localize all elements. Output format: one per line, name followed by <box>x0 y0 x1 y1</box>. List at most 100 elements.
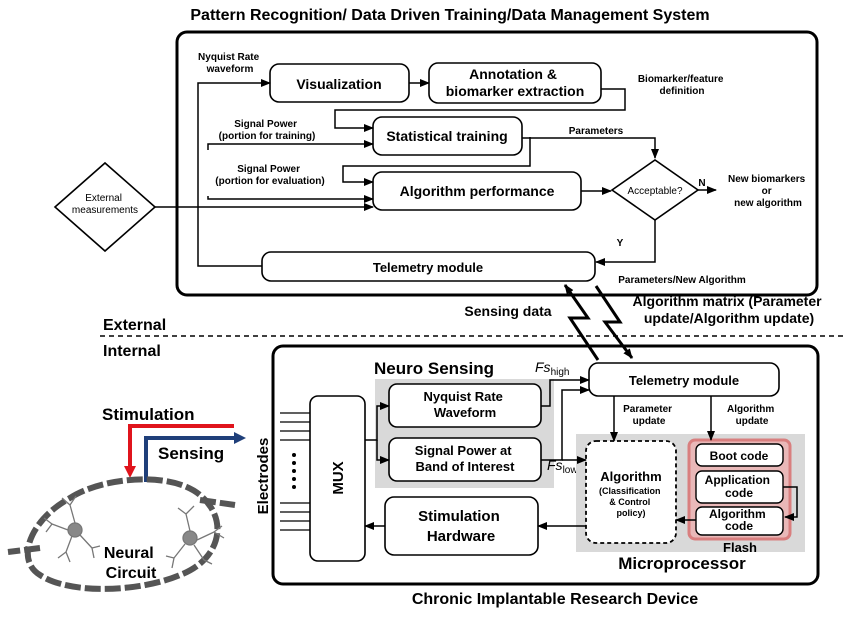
fs-low-sub: low <box>563 465 579 476</box>
annotation-line2: biomarker extraction <box>446 83 585 99</box>
fs-low-label: Fslow <box>547 457 578 476</box>
dendrite <box>165 505 225 569</box>
boot-code-label: Boot code <box>710 449 769 463</box>
nyquist-waveform-line1: Nyquist Rate <box>198 52 260 63</box>
fs-high-main: Fs <box>535 359 551 375</box>
conn-annotation-to-stat <box>334 88 626 132</box>
application-code-label: Application code <box>705 473 774 500</box>
biomarker-def-line2: definition <box>660 86 705 97</box>
conn-stat-params-to-decision <box>522 137 659 159</box>
visualization-label: Visualization <box>296 76 381 92</box>
axon-branch <box>199 497 236 508</box>
signal-power-eval-line2: (portion for evaluation) <box>215 176 324 187</box>
annotation-label: Annotation & biomarker extraction <box>446 66 585 99</box>
nyquist-waveform-label: Nyquist Rate waveform <box>198 52 262 75</box>
annotation-line1: Annotation & <box>469 66 557 82</box>
stimulation-hardware-line1: Stimulation <box>418 508 500 525</box>
conn-telemetry-to-viz <box>197 79 271 267</box>
external-measurements-line1: External <box>85 193 122 204</box>
algorithm-matrix-line2: update/Algorithm update) <box>644 310 814 326</box>
algorithm-matrix-label: Algorithm matrix (Parameter update/Algor… <box>633 293 826 326</box>
parameter-update-label: Parameter update <box>623 404 675 427</box>
parameters-label: Parameters <box>569 126 624 137</box>
biomarker-def-label: Biomarker/feature definition <box>638 74 726 97</box>
n-label: N <box>698 178 705 189</box>
algorithm-code-line1: Algorithm <box>709 507 766 521</box>
new-biomarkers-line2: or <box>762 186 772 197</box>
signal-power-training-line2: (portion for training) <box>219 131 316 142</box>
algorithm-detail-line1: (Classification <box>599 486 661 496</box>
external-measurements-label: External measurements <box>72 193 138 216</box>
conn-mux-to-nyquist <box>365 402 390 441</box>
title-top: Pattern Recognition/ Data Driven Trainin… <box>190 7 709 24</box>
external-label: External <box>103 317 166 334</box>
new-biomarkers-line3: new algorithm <box>734 198 802 209</box>
algorithm-update-line2: update <box>736 416 769 427</box>
flash-label: Flash <box>723 540 757 555</box>
signal-power-eval-label: Signal Power (portion for evaluation) <box>215 164 324 187</box>
external-measurements-line2: measurements <box>72 205 138 216</box>
internal-device-frame <box>271 344 820 586</box>
stimulation-hardware-box <box>384 496 539 556</box>
signal-power-label: Signal Power at Band of Interest <box>415 443 515 474</box>
signal-power-line1: Signal Power at <box>415 443 512 458</box>
conn-decision-y <box>595 220 656 266</box>
algorithm-matrix-line1: Algorithm matrix (Parameter <box>633 293 823 309</box>
title-bottom: Chronic Implantable Research Device <box>412 591 698 608</box>
neural-circuit-illustration <box>7 476 236 592</box>
electrode-lines <box>280 412 310 531</box>
signal-power-line2: Band of Interest <box>416 459 516 474</box>
neuron-left <box>43 495 101 563</box>
ellipsis-dot <box>292 453 296 457</box>
sensing-data-lightning <box>563 284 600 361</box>
ellipsis-dot <box>292 461 296 465</box>
statistical-training-box <box>372 116 523 156</box>
neuro-sensing-label: Neuro Sensing <box>374 359 494 378</box>
stimulation-hardware-label: Stimulation Hardware <box>418 508 504 545</box>
conn-signal-power-to-telemetry <box>541 386 590 461</box>
nyquist-label: Nyquist Rate Waveform <box>423 389 506 420</box>
axon-tail <box>7 545 41 555</box>
algorithm-detail: (Classification & Control policy) <box>599 486 663 518</box>
algorithm-detail-line3: policy) <box>616 508 645 518</box>
neuron-right <box>165 505 225 569</box>
algorithm-update-line1: Algorithm <box>727 404 774 415</box>
conn-mux-to-signal-power <box>376 440 390 464</box>
y-label: Y <box>617 238 624 249</box>
ellipsis-dot <box>292 469 296 473</box>
algorithm-box <box>585 440 677 544</box>
nyquist-line1: Nyquist Rate <box>423 389 502 404</box>
signal-power-eval-line1: Signal Power <box>237 164 300 175</box>
external-system-frame <box>175 30 819 297</box>
parameter-update-line2: update <box>633 416 666 427</box>
algorithm-matrix-lightning <box>594 285 634 359</box>
neuron-soma <box>182 530 198 546</box>
electrodes-label: Electrodes <box>255 438 272 515</box>
signal-power-training-line1: Signal Power <box>234 119 297 130</box>
sensing-arrow <box>144 432 246 482</box>
electrode-ellipsis <box>292 453 296 489</box>
new-biomarkers-label: New biomarkers or new algorithm <box>728 174 808 209</box>
stimulation-arrow <box>124 424 234 478</box>
signal-power-training-label: Signal Power (portion for training) <box>219 119 316 142</box>
sensing-label: Sensing <box>158 444 224 463</box>
algorithm-label: Algorithm <box>600 469 661 484</box>
new-biomarkers-line1: New biomarkers <box>728 174 806 185</box>
ellipsis-dot <box>292 485 296 489</box>
params-new-algo-label: Parameters/New Algorithm <box>618 275 746 286</box>
int-telemetry-label: Telemetry module <box>629 373 739 388</box>
nyquist-waveform-line2: waveform <box>206 64 254 75</box>
algorithm-code-label: Algorithm code <box>709 507 769 533</box>
fs-high-label: Fshigh <box>535 359 569 378</box>
internal-label: Internal <box>103 343 161 360</box>
neural-circuit-line2: Circuit <box>106 565 157 582</box>
nyquist-line2: Waveform <box>434 405 496 420</box>
mux-box <box>309 395 366 562</box>
dendrite <box>43 495 101 563</box>
axon-loop <box>24 476 221 592</box>
algorithm-code-line2: code <box>725 519 753 533</box>
algorithm-detail-line2: & Control <box>609 497 650 507</box>
algorithm-performance-label: Algorithm performance <box>400 183 555 199</box>
